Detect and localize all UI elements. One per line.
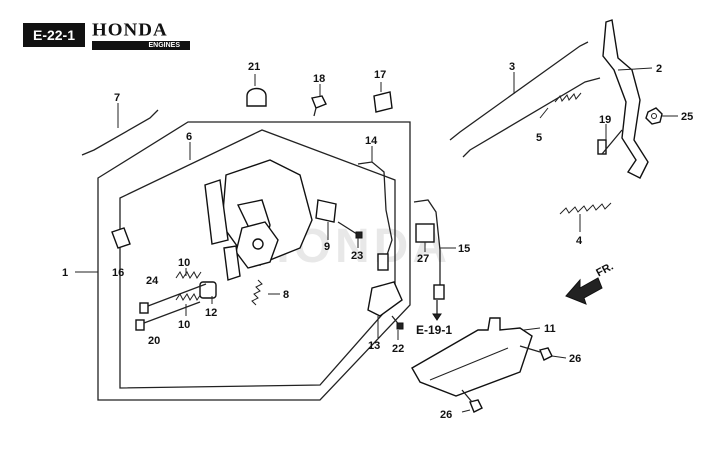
connector-14 (377, 253, 389, 271)
connector-27 (415, 223, 435, 243)
leader-lines (75, 67, 678, 413)
choke-rod-5 (462, 77, 601, 158)
clamp-17 (373, 91, 393, 113)
callout-18: 18 (313, 73, 325, 85)
bolt-18 (311, 95, 327, 117)
callout-20: 20 (148, 335, 160, 347)
callout-26-upper: 26 (569, 353, 581, 365)
callout-6: 6 (186, 131, 192, 143)
callout-26-lower: 26 (440, 409, 452, 421)
clip-9 (315, 199, 337, 223)
callout-labels: 1 2 3 4 5 6 7 8 9 10 10 11 12 13 14 15 1… (62, 61, 693, 421)
spring-8 (251, 279, 263, 306)
section-code-badge: E-22-1 (23, 23, 85, 47)
callout-8: 8 (283, 289, 289, 301)
brand-logo: HONDA ENGINES (92, 21, 190, 50)
brand-name: HONDA (92, 20, 168, 41)
cover-11 (411, 317, 533, 397)
callout-16: 16 (112, 267, 124, 279)
callout-14: 14 (365, 135, 378, 147)
direction-arrow (565, 277, 603, 305)
cross-reference-label: E-19-1 (416, 323, 452, 337)
callout-11: 11 (544, 323, 556, 335)
callout-10-lower: 10 (178, 319, 190, 331)
callout-15: 15 (458, 243, 470, 255)
callout-13: 13 (368, 340, 380, 352)
bolt-26-lower (461, 389, 483, 413)
bolt-20 (135, 301, 201, 331)
pivot-pin (252, 238, 264, 250)
callout-17: 17 (374, 69, 386, 81)
callout-10-upper: 10 (178, 257, 190, 269)
callout-19: 19 (599, 114, 611, 126)
wire-14 (357, 161, 393, 259)
callout-21: 21 (248, 61, 260, 73)
clamp-21 (246, 87, 267, 107)
screw-23 (337, 221, 363, 239)
callout-1: 1 (62, 267, 68, 279)
callout-22: 22 (392, 343, 404, 355)
callout-3: 3 (509, 61, 515, 73)
callout-12: 12 (205, 307, 217, 319)
spring-10-upper (175, 271, 202, 279)
callout-24: 24 (146, 275, 159, 287)
brand-subtitle: ENGINES (92, 41, 190, 50)
connector-15-end (433, 284, 445, 300)
screw-22 (391, 315, 404, 330)
assembly-frame-outer (97, 121, 411, 401)
callout-7: 7 (114, 92, 120, 104)
nut-25 (645, 107, 663, 125)
callout-2: 2 (656, 63, 662, 75)
throttle-rod-3 (449, 41, 589, 141)
collar-12 (199, 281, 217, 299)
bolt-19 (597, 129, 623, 155)
callout-4: 4 (576, 235, 583, 247)
callout-25: 25 (681, 111, 693, 123)
spring-10-lower (175, 293, 202, 301)
bolt-24 (139, 283, 207, 314)
switch-13 (367, 281, 403, 317)
callout-27: 27 (417, 253, 429, 265)
small-lever (223, 245, 241, 281)
rod-spring (554, 92, 582, 103)
bracket-plate (204, 179, 229, 245)
return-spring-4 (559, 202, 612, 215)
clip-16 (111, 227, 131, 249)
callout-23: 23 (351, 250, 363, 262)
callout-9: 9 (324, 241, 330, 253)
wire-15 (413, 199, 441, 285)
link-rod-7 (81, 109, 159, 156)
callout-5: 5 (536, 132, 542, 144)
control-lever-2 (602, 19, 649, 179)
